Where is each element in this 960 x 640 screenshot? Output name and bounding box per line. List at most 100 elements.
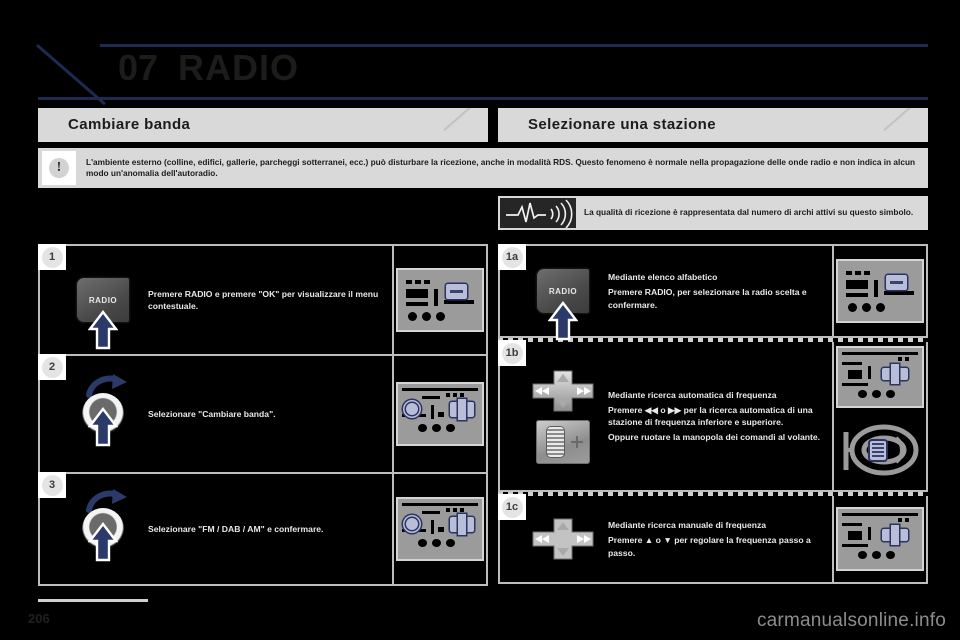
step-text: Selezionare "Cambiare banda". xyxy=(148,408,276,419)
step-badge-label: 2 xyxy=(41,356,63,378)
watermark: carmanualsonline.info xyxy=(756,610,946,631)
control-illustration: RADIO xyxy=(500,269,608,341)
press-arrow-icon xyxy=(88,407,118,447)
step-thumbnail-group xyxy=(834,246,926,336)
highlighted-radio-key xyxy=(446,284,467,299)
step-badge: 1c xyxy=(498,494,526,520)
step-badge: 1 xyxy=(38,244,66,270)
page-title: RADIO xyxy=(178,47,299,88)
highlighted-radio-key xyxy=(886,275,907,290)
step-text: Mediante elenco alfabetico Premere RADIO… xyxy=(608,271,828,311)
warning-callout: ! L'ambiente esterno (colline, edifici, … xyxy=(38,148,928,188)
step-thumbnail-group xyxy=(834,342,926,490)
step-body: Selezionare "Cambiare banda". xyxy=(40,356,394,472)
signal-quality-note: La qualità di ricezione è rappresentata … xyxy=(498,196,928,230)
control-illustration xyxy=(500,368,608,464)
step-badge: 1b xyxy=(498,340,526,366)
step-thumbnail-group xyxy=(394,474,486,584)
press-arrow-icon xyxy=(548,301,578,341)
exclamation-icon: ! xyxy=(42,151,76,185)
step-badge: 1a xyxy=(498,244,526,270)
chapter-header: 07 RADIO xyxy=(38,44,928,100)
right-step-list: 1a RADIO Mediante elenco alfabetico Prem… xyxy=(498,244,928,584)
chapter-number: 07 xyxy=(118,47,159,88)
page-number: 206 xyxy=(28,611,50,626)
highlighted-dpad xyxy=(450,514,474,535)
step-badge: 2 xyxy=(38,354,66,380)
header-bevel xyxy=(38,44,104,100)
step-text: Mediante ricerca manuale di frequenza Pr… xyxy=(608,519,828,559)
section-bar-right: Selezionare una stazione xyxy=(498,108,928,142)
dashboard-radio-panel-thumb xyxy=(398,270,482,330)
step-line: Premere ◀◀ o ▶▶ per la ricerca automatic… xyxy=(608,404,813,427)
bar-slash-decoration xyxy=(884,108,928,142)
step-heading: Mediante elenco alfabetico xyxy=(608,272,718,283)
step-separator xyxy=(498,338,928,342)
step-separator xyxy=(498,492,928,496)
bar-slash-decoration xyxy=(444,108,488,142)
control-illustration xyxy=(40,374,148,447)
signal-wave-icon xyxy=(500,198,576,228)
rotate-arrow-icon xyxy=(86,489,127,513)
step-badge-label: 3 xyxy=(41,474,63,496)
step-row: 1b xyxy=(498,340,928,492)
signal-quality-text: La qualità di ricezione è rappresentata … xyxy=(584,207,914,218)
step-thumbnail-group xyxy=(394,246,486,354)
dashboard-dpad-panel-thumb xyxy=(838,348,922,406)
step-body: Mediante ricerca automatica di frequenza… xyxy=(500,342,834,490)
radio-button-label: RADIO xyxy=(548,286,578,296)
step-badge-label: 1b xyxy=(501,342,523,364)
section-title-selezionare-stazione: Selezionare una stazione xyxy=(528,116,716,133)
press-arrow-icon xyxy=(88,522,118,562)
step-body: Selezionare "FM / DAB / AM" e confermare… xyxy=(40,474,394,584)
header-rule-bottom xyxy=(38,97,928,100)
step-row: 1 RADIO Premere RADIO e premere "OK" per… xyxy=(38,244,488,356)
dashboard-radio-panel-thumb xyxy=(838,261,922,321)
steering-wheel-icon xyxy=(843,424,919,476)
step-badge-label: 1a xyxy=(501,246,523,268)
step-text: Selezionare "FM / DAB / AM" e confermare… xyxy=(148,523,324,534)
steering-thumbwheel-icon xyxy=(536,420,590,464)
step-row: 3 Selezionare "FM / DAB / AM xyxy=(38,472,488,586)
rotary-knob-icon xyxy=(74,489,132,562)
step-row: 1a RADIO Mediante elenco alfabetico Prem… xyxy=(498,244,928,341)
warning-text: L'ambiente esterno (colline, edifici, ga… xyxy=(86,156,916,178)
section-bar-left: Cambiare banda xyxy=(38,108,488,142)
section-title-cambiare-banda: Cambiare banda xyxy=(68,116,191,133)
step-thumbnail-group xyxy=(834,496,926,582)
left-step-list: 1 RADIO Premere RADIO e premere "OK" per… xyxy=(38,244,488,586)
step-heading: Mediante ricerca manuale di frequenza xyxy=(608,520,767,531)
dpad-icon xyxy=(532,518,594,560)
step-line: Oppure ruotare la manopola dei comandi a… xyxy=(608,432,821,443)
step-body: RADIO Mediante elenco alfabetico Premere… xyxy=(500,246,834,341)
press-arrow-icon xyxy=(88,310,118,350)
control-illustration xyxy=(40,489,148,562)
step-line: Premere RADIO, per selezionare la radio … xyxy=(608,287,807,310)
highlighted-dpad xyxy=(882,525,908,545)
step-heading: Mediante ricerca automatica di frequenza xyxy=(608,389,777,400)
dashboard-knob-panel-thumb xyxy=(398,384,482,444)
control-illustration xyxy=(500,516,608,562)
header-rule-top xyxy=(100,44,928,47)
step-badge-label: 1c xyxy=(501,496,523,518)
steering-wheel-controls-thumb xyxy=(838,412,922,484)
step-line: Premere ▲ o ▼ per regolare la frequenza … xyxy=(608,535,811,558)
radio-button-icon: RADIO xyxy=(77,278,129,350)
control-illustration: RADIO xyxy=(40,278,148,350)
rotate-arrow-icon xyxy=(86,374,127,398)
footer-rule xyxy=(38,599,148,602)
step-badge-label: 1 xyxy=(41,246,63,268)
step-badge: 3 xyxy=(38,472,66,498)
step-thumbnail-group xyxy=(394,356,486,472)
rotary-knob-icon xyxy=(74,374,132,447)
step-body: RADIO Premere RADIO e premere "OK" per v… xyxy=(40,246,394,354)
dashboard-knob-panel-thumb xyxy=(398,499,482,559)
dpad-icon xyxy=(532,370,594,412)
dashboard-dpad-panel-thumb xyxy=(838,509,922,569)
step-text: Premere RADIO e premere "OK" per visuali… xyxy=(148,288,379,311)
radio-button-label: RADIO xyxy=(88,295,118,305)
step-row: 2 Selezionare "Cambiare band xyxy=(38,354,488,474)
highlighted-rotary-knob xyxy=(403,515,421,533)
plus-icon xyxy=(571,436,583,448)
highlighted-dpad xyxy=(450,399,474,420)
